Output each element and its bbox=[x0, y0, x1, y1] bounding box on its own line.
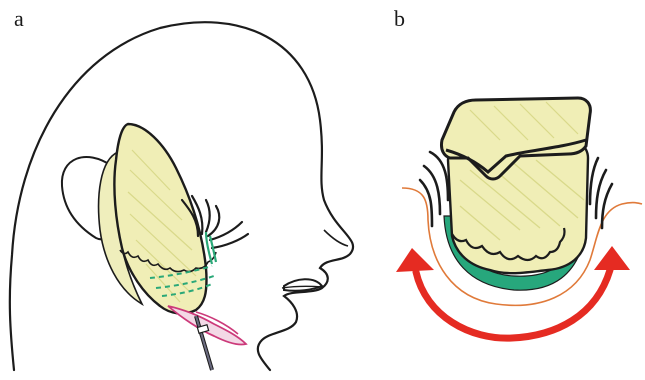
arrow-head-right bbox=[594, 246, 630, 270]
panel-a-label: a bbox=[14, 6, 24, 31]
panel-a bbox=[10, 22, 353, 370]
arrow-head-left bbox=[396, 248, 434, 272]
panel-b bbox=[396, 98, 642, 338]
wall-lines-right bbox=[590, 158, 612, 228]
wall-lines-left bbox=[420, 152, 448, 226]
panel-b-label: b bbox=[394, 6, 405, 31]
